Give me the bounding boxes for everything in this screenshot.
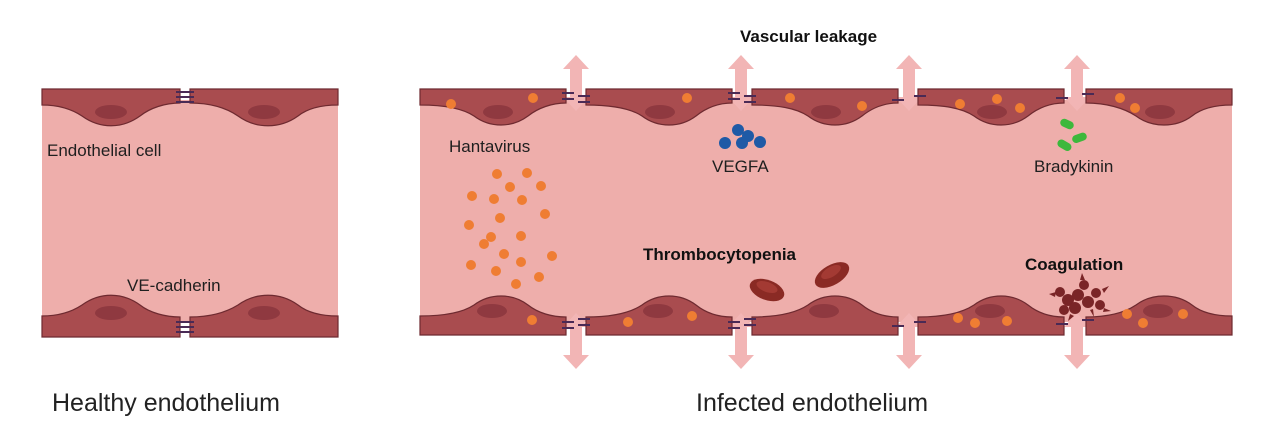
nucleus-icon — [483, 105, 513, 119]
bradykinin-label: Bradykinin — [1034, 157, 1114, 176]
ve-cadherin-icon — [562, 92, 1094, 329]
vegfa-label: VEGFA — [712, 157, 769, 176]
ve-cadherin-icon — [176, 321, 194, 333]
nucleus-icon — [1145, 105, 1175, 119]
coagulation-clot-icon — [1049, 273, 1111, 321]
vascular-leakage-label: Vascular leakage — [740, 27, 878, 46]
nucleus-icon — [811, 105, 841, 119]
ve-cadherin-label: VE-cadherin — [127, 276, 221, 295]
nucleus-icon — [977, 105, 1007, 119]
nucleus-icon — [809, 304, 839, 318]
nucleus-icon — [1143, 304, 1173, 318]
nucleus-icon — [645, 105, 675, 119]
hantavirus-cloud-icon — [464, 168, 557, 289]
vegfa-molecule-icon — [719, 124, 766, 149]
platelet-icon — [749, 262, 850, 302]
thrombocytopenia-label: Thrombocytopenia — [643, 245, 797, 264]
infected-vessel — [419, 55, 1233, 369]
endothelial-cell-label: Endothelial cell — [47, 141, 162, 160]
nucleus-icon — [248, 306, 280, 320]
nucleus-icon — [95, 105, 127, 119]
nucleus-icon — [643, 304, 673, 318]
hantavirus-label: Hantavirus — [449, 137, 531, 156]
nucleus-icon — [477, 304, 507, 318]
ve-cadherin-icon — [176, 91, 194, 103]
nucleus-icon — [975, 304, 1005, 318]
healthy-vessel — [41, 88, 339, 338]
bradykinin-molecule-icon — [1057, 118, 1087, 151]
coagulation-label: Coagulation — [1025, 255, 1124, 274]
hantavirus-particle-icon — [446, 93, 1188, 328]
nucleus-icon — [248, 105, 280, 119]
healthy-endothelium-title: Healthy endothelium — [52, 389, 280, 417]
healthy-lumen — [42, 100, 338, 322]
nucleus-icon — [95, 306, 127, 320]
infected-endothelium-title: Infected endothelium — [696, 389, 929, 417]
